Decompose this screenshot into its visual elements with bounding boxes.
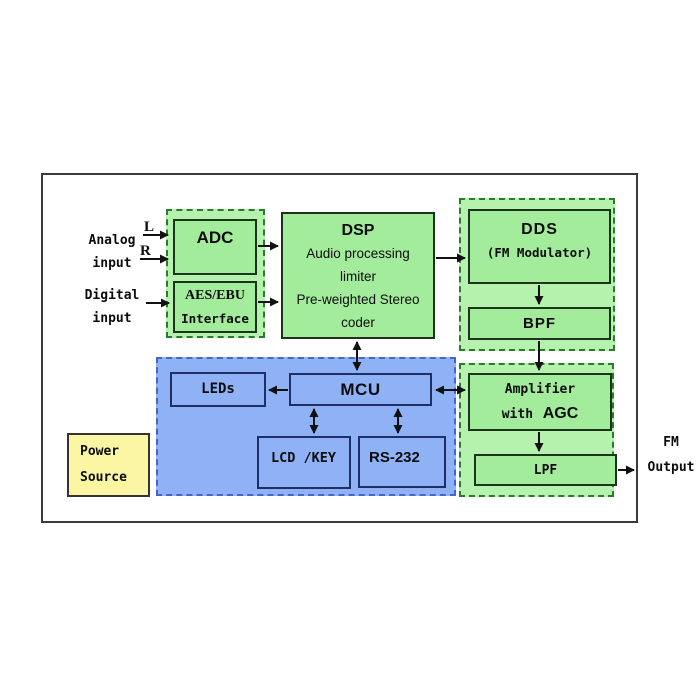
analog-input-line2: input	[92, 256, 132, 271]
dsp-title: DSP	[341, 222, 375, 239]
amplifier-with-text: with	[501, 407, 534, 422]
amplifier-line1: Amplifier	[504, 382, 576, 397]
digital-input-line2: input	[92, 311, 132, 326]
dsp-line-4: coder	[341, 315, 375, 330]
analog-input-line1: Analog	[88, 233, 136, 248]
amplifier-block: Amplifier with AGC	[468, 373, 612, 431]
mcu-block: MCU	[289, 373, 432, 406]
aes-ebu-line2: Interface	[181, 311, 249, 326]
bpf-label: BPF	[523, 315, 556, 332]
amplifier-line2: with AGC	[502, 401, 579, 426]
lcd-key-label: LCD /KEY	[271, 450, 337, 466]
digital-input-line1: Digital	[84, 288, 140, 303]
rs232-label: RS-232	[369, 449, 420, 466]
adc-block: ADC	[173, 219, 257, 275]
dds-block: DDS (FM Modulator)	[468, 209, 611, 284]
dds-title: DDS	[521, 221, 558, 238]
fm-output-line1: FM	[663, 435, 679, 450]
adc-label: ADC	[196, 228, 234, 247]
fm-output-label: FM Output	[640, 430, 700, 480]
dsp-line-2: limiter	[340, 269, 376, 284]
power-source-block: Power Source	[67, 433, 150, 497]
analog-input-label: Analog input	[76, 229, 148, 275]
power-line1: Power	[80, 444, 120, 459]
aes-ebu-block: AES/EBU Interface	[173, 281, 257, 333]
right-channel-label: R	[140, 243, 151, 259]
dds-subtitle: (FM Modulator)	[486, 245, 593, 260]
dsp-block: DSP Audio processing limiter Pre-weighte…	[281, 212, 435, 339]
left-channel-label: L	[144, 219, 155, 235]
lpf-label: LPF	[533, 462, 558, 478]
fm-output-line2: Output	[647, 460, 695, 475]
rs232-block: RS-232	[358, 436, 446, 488]
power-line2: Source	[80, 470, 127, 485]
dsp-line-3: Pre-weighted Stereo	[296, 292, 420, 307]
mcu-label: MCU	[340, 380, 381, 399]
leds-block: LEDs	[170, 372, 266, 407]
aes-ebu-line1: AES/EBU	[185, 288, 245, 303]
dsp-line-1: Audio processing	[306, 246, 410, 261]
digital-input-label: Digital input	[76, 284, 148, 330]
leds-label: LEDs	[201, 381, 235, 397]
lpf-block: LPF	[474, 454, 617, 486]
lcd-key-block: LCD /KEY	[257, 436, 351, 489]
bpf-block: BPF	[468, 307, 611, 340]
agc-label: AGC	[542, 405, 579, 422]
